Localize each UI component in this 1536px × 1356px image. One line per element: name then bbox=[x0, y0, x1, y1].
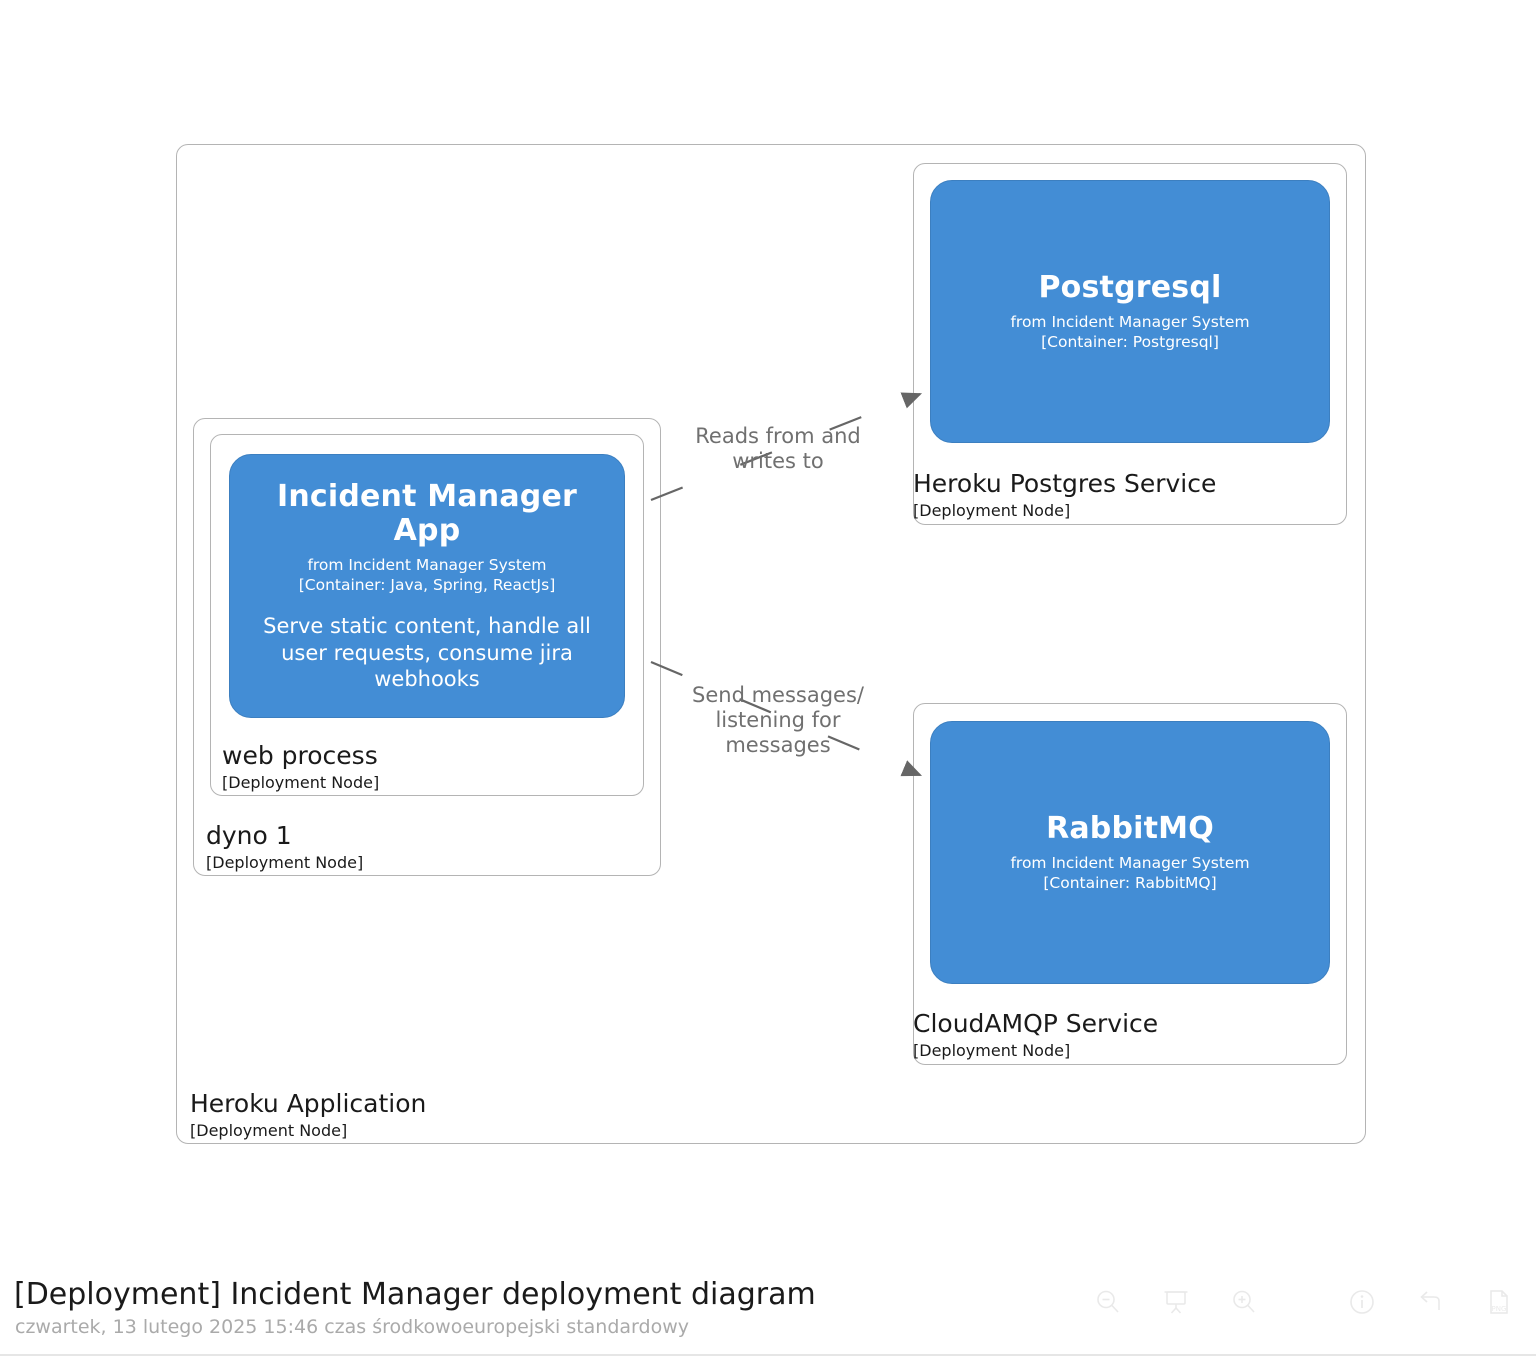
info-icon bbox=[1350, 1290, 1374, 1314]
container-meta: from Incident Manager System [Container:… bbox=[299, 555, 556, 595]
container-name: Incident Manager App bbox=[276, 478, 578, 549]
container-rabbitmq[interactable]: RabbitMQ from Incident Manager System [C… bbox=[930, 721, 1330, 984]
fit-to-screen-button[interactable] bbox=[1154, 1280, 1198, 1324]
png-file-icon: PNG bbox=[1490, 1290, 1508, 1314]
deployment-node-dyno-1-label: dyno 1 [Deployment Node] bbox=[206, 822, 363, 871]
deployment-node-web-process-label: web process [Deployment Node] bbox=[222, 742, 379, 791]
container-name: RabbitMQ bbox=[1046, 811, 1214, 847]
deployment-node-heroku-postgres-service-label: Heroku Postgres Service [Deployment Node… bbox=[913, 470, 1216, 519]
node-type: [Deployment Node] bbox=[913, 500, 1071, 520]
zoom-out-button[interactable] bbox=[1086, 1280, 1130, 1324]
diagram-timestamp: czwartek, 13 lutego 2025 15:46 czas środ… bbox=[15, 1316, 689, 1338]
info-button[interactable] bbox=[1340, 1280, 1384, 1324]
presentation-icon bbox=[1164, 1291, 1188, 1314]
back-button[interactable] bbox=[1408, 1280, 1452, 1324]
undo-arrow-icon bbox=[1420, 1291, 1440, 1310]
container-meta: from Incident Manager System [Container:… bbox=[1010, 853, 1249, 893]
footer-bar: [Deployment] Incident Manager deployment… bbox=[0, 1250, 1536, 1356]
container-meta: from Incident Manager System [Container:… bbox=[1010, 312, 1249, 352]
container-from: from Incident Manager System bbox=[307, 555, 547, 574]
deployment-diagram-canvas: Heroku Application [Deployment Node] dyn… bbox=[176, 144, 1366, 1144]
node-type: [Deployment Node] bbox=[206, 852, 364, 872]
zoom-out-icon bbox=[1097, 1290, 1119, 1313]
export-png-button[interactable]: PNG bbox=[1476, 1280, 1520, 1324]
deployment-node-heroku-application-label: Heroku Application [Deployment Node] bbox=[190, 1090, 426, 1139]
container-from: from Incident Manager System bbox=[1010, 853, 1250, 872]
container-postgresql[interactable]: Postgresql from Incident Manager System … bbox=[930, 180, 1330, 443]
edge-label-app-to-postgresql: Reads from and writes to bbox=[695, 424, 861, 474]
view-toolbar: PNG bbox=[1086, 1280, 1520, 1324]
diagram-title: [Deployment] Incident Manager deployment… bbox=[14, 1277, 816, 1312]
container-incident-manager-app[interactable]: Incident Manager App from Incident Manag… bbox=[229, 454, 625, 718]
container-from: from Incident Manager System bbox=[1010, 312, 1250, 331]
node-type: [Deployment Node] bbox=[190, 1120, 348, 1140]
node-title: web process bbox=[222, 741, 378, 770]
node-type: [Deployment Node] bbox=[222, 772, 380, 792]
zoom-in-icon bbox=[1233, 1290, 1255, 1313]
zoom-in-button[interactable] bbox=[1222, 1280, 1266, 1324]
node-title: dyno 1 bbox=[206, 821, 292, 850]
container-technology: [Container: RabbitMQ] bbox=[1043, 873, 1217, 892]
node-title: CloudAMQP Service bbox=[913, 1009, 1159, 1038]
svg-text:PNG: PNG bbox=[1492, 1305, 1507, 1313]
container-description: Serve static content, handle all user re… bbox=[263, 614, 591, 691]
node-title: Heroku Application bbox=[190, 1089, 427, 1118]
container-technology: [Container: Java, Spring, ReactJs] bbox=[298, 576, 556, 595]
node-title: Heroku Postgres Service bbox=[913, 469, 1217, 498]
node-type: [Deployment Node] bbox=[913, 1040, 1071, 1060]
deployment-node-cloudamqp-service-label: CloudAMQP Service [Deployment Node] bbox=[913, 1010, 1158, 1059]
container-name: Postgresql bbox=[1038, 270, 1222, 306]
edge-label-app-to-rabbitmq: Send messages/ listening for messages bbox=[692, 683, 864, 758]
container-technology: [Container: Postgresql] bbox=[1041, 332, 1219, 351]
